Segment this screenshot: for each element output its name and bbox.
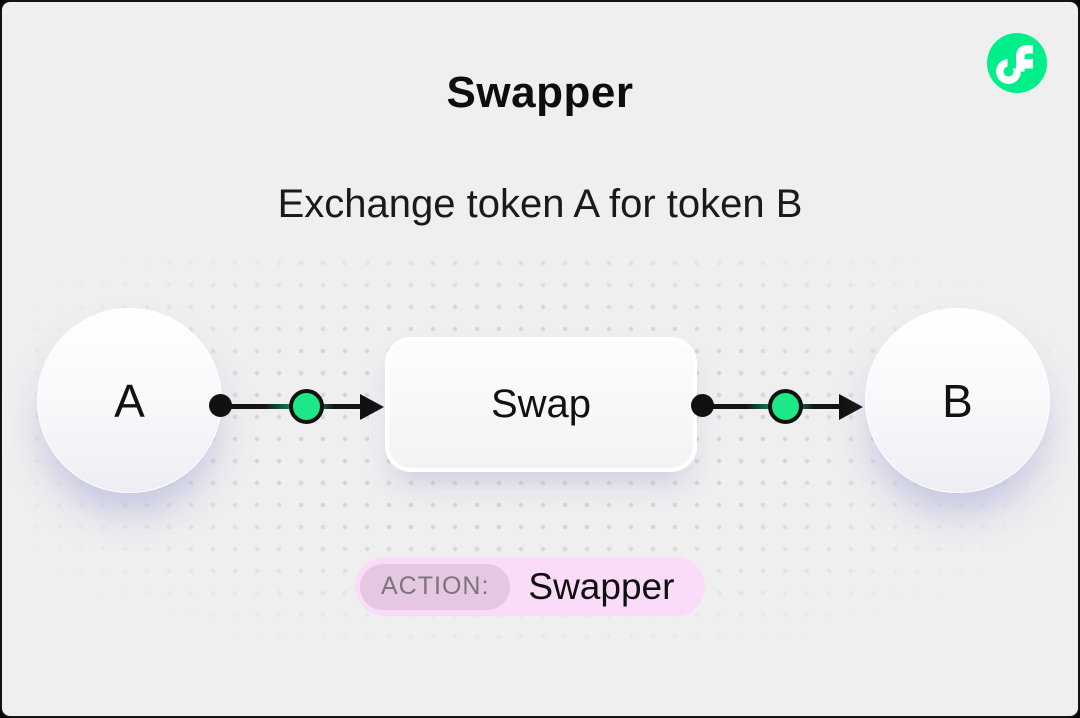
swap-box-label: Swap <box>490 382 592 426</box>
connector-right-arrowhead-icon <box>839 394 863 420</box>
flow-logo-icon <box>987 33 1047 93</box>
token-a-node: A <box>37 308 222 493</box>
action-badge-label: ACTION: <box>360 563 511 610</box>
token-b-label: B <box>942 374 973 427</box>
page-title: Swapper <box>446 68 634 117</box>
token-a-label: A <box>114 374 145 427</box>
connector-left-green-dot <box>289 389 324 424</box>
action-badge-value: Swapper <box>528 565 675 607</box>
page-subtitle: Exchange token A for token B <box>277 182 803 226</box>
connector-right-green-dot <box>768 389 803 424</box>
action-badge: ACTION: Swapper <box>355 557 705 616</box>
swap-box: Swap <box>385 337 697 472</box>
token-b-node: B <box>865 308 1050 493</box>
connector-left-start-dot <box>209 394 232 417</box>
connector-left-arrowhead-icon <box>360 394 384 420</box>
connector-right-start-dot <box>691 394 714 417</box>
